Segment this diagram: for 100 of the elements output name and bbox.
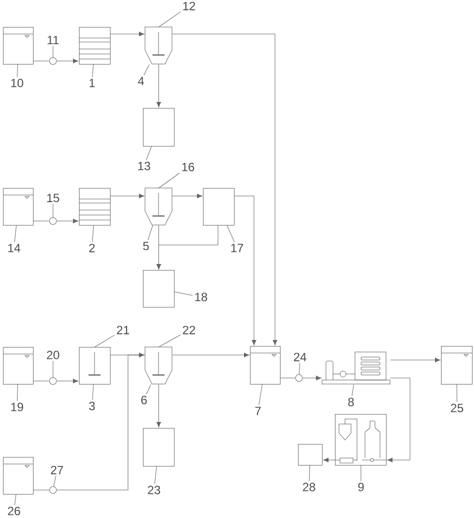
callout-number: 20 [46, 350, 60, 360]
leader-line [92, 225, 94, 242]
mixing-tank [79, 347, 110, 384]
settling-tank [144, 346, 172, 384]
callout-number: 24 [294, 352, 306, 362]
leader-line [158, 12, 181, 28]
tank [250, 346, 280, 384]
container-box [203, 188, 234, 226]
leader-line [146, 146, 152, 160]
leader-line [146, 384, 151, 394]
callout-number: 27 [50, 466, 64, 474]
container-box [298, 444, 322, 466]
settling-tank [144, 26, 172, 64]
flow-arrow [110, 194, 144, 198]
tank [2, 457, 34, 494]
leader-line [52, 204, 54, 218]
leader-line [16, 384, 18, 402]
pump-symbol [295, 374, 303, 382]
leader-line [94, 334, 115, 348]
callout-number: 5 [143, 242, 149, 250]
callout-number: 15 [47, 194, 60, 202]
leader-line [14, 225, 17, 242]
callout-number: 19 [11, 402, 24, 412]
callout-number: 11 [48, 36, 59, 44]
flow-arrow [172, 34, 278, 346]
leader-line [144, 64, 150, 76]
container-box [143, 108, 174, 146]
pump-symbol [49, 377, 57, 385]
leader-line [258, 384, 262, 406]
callout-number: 1 [90, 78, 95, 88]
filter-unit [78, 27, 110, 64]
tank [2, 27, 34, 64]
filter-unit [78, 188, 110, 226]
flow-arrow [172, 194, 202, 198]
callout-number: 22 [182, 326, 196, 334]
callout-number: 14 [8, 244, 20, 252]
leader-line [92, 384, 94, 400]
flow-arrow [156, 384, 162, 428]
flow-arrow [56, 218, 78, 224]
callout-number: 6 [141, 396, 147, 404]
flow-arrow [156, 64, 162, 108]
leader-line [14, 494, 16, 506]
flow-arrow [323, 458, 336, 462]
tank [2, 347, 34, 384]
flow-arrow [56, 378, 78, 384]
leader-line [360, 465, 362, 482]
callout-number: 28 [302, 482, 316, 492]
callout-number: 25 [450, 404, 464, 412]
pump-symbol [49, 217, 57, 225]
tank [2, 188, 34, 226]
settling-tank [144, 188, 172, 226]
flow-arrow [387, 378, 410, 462]
leader-line [148, 225, 153, 240]
flow-line [33, 60, 50, 62]
callout-number: 10 [11, 78, 24, 88]
flow-arrow [390, 358, 440, 362]
leader-line [174, 292, 193, 296]
leader-line [308, 465, 310, 482]
tank [440, 346, 472, 384]
leader-line [456, 384, 458, 402]
leader-line [158, 172, 180, 188]
flow-arrow [172, 352, 250, 358]
flow-arrow [234, 196, 256, 346]
flow-arrow [56, 58, 78, 64]
callout-number: 3 [89, 402, 95, 410]
leader-line [158, 334, 181, 348]
callout-number: 7 [255, 406, 261, 416]
container-box [143, 270, 174, 308]
leader-line [52, 360, 54, 378]
callout-number: 16 [182, 162, 194, 172]
callout-number: 8 [348, 398, 354, 406]
pump-symbol [49, 57, 57, 65]
treatment-unit-drawing [334, 414, 386, 466]
flow-line [33, 220, 50, 222]
callout-number: 9 [358, 482, 364, 492]
callout-number: 4 [138, 76, 144, 86]
leader-line [16, 64, 18, 78]
container-box [143, 428, 174, 466]
leader-line [298, 362, 300, 374]
callout-number: 2 [89, 244, 95, 252]
flow-arrow [302, 376, 322, 380]
leader-line [352, 384, 354, 396]
equipment-skid-drawing [322, 352, 390, 384]
callout-number: 21 [116, 326, 130, 334]
callout-number: 12 [183, 2, 196, 10]
leader-line [52, 46, 54, 58]
callout-number: 23 [148, 486, 160, 494]
callout-number: 26 [8, 506, 20, 516]
flow-line [33, 380, 50, 382]
flow-arrow [110, 32, 144, 36]
leader-line [92, 64, 94, 78]
leader-line [226, 225, 235, 242]
flow-arrow [56, 352, 144, 490]
pump-symbol [49, 486, 57, 494]
callout-number: 18 [195, 292, 208, 302]
leader-line [154, 466, 157, 484]
callout-number: 13 [138, 162, 150, 170]
flow-arrow [156, 225, 162, 270]
leader-line [53, 476, 56, 487]
callout-number: 17 [231, 244, 244, 252]
